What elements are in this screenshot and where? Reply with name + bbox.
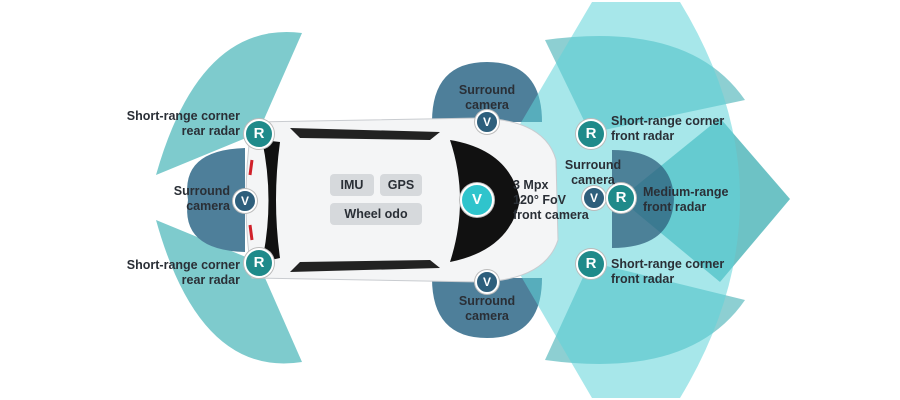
front-radar-bottom-badge: R — [576, 249, 606, 279]
rear-camera-badge: V — [233, 189, 257, 213]
medium-radar-badge: R — [606, 183, 636, 213]
imu-chip: IMU — [330, 174, 374, 196]
front-camera-badge: V — [460, 183, 494, 217]
rear-radar-bottom-fov — [156, 220, 302, 364]
rear-radar-top-badge: R — [244, 119, 274, 149]
side-camera-bottom-badge: V — [475, 270, 499, 294]
front-camera-label: 3 Mpx 120° FoV front camera — [513, 178, 589, 222]
front-radar-bottom-label: Short-range corner front radar — [611, 257, 725, 286]
rear-radar-top-fov — [156, 31, 302, 175]
rear-radar-top-label: Short-range corner rear radar — [126, 109, 240, 138]
side-camera-top-fov — [432, 62, 542, 122]
side-camera-top-label: Surround camera — [458, 83, 516, 112]
side-camera-bottom-label: Surround camera — [458, 294, 516, 323]
rear-radar-bottom-label: Short-range corner rear radar — [126, 258, 240, 287]
rear-radar-bottom-badge: R — [244, 248, 274, 278]
rear-camera-label: Surround camera — [173, 184, 230, 213]
side-camera-top-badge: V — [475, 110, 499, 134]
side-camera-bottom-fov — [432, 278, 542, 338]
front-radar-top-badge: R — [576, 119, 606, 149]
car — [245, 117, 559, 283]
medium-radar-label: Medium-range front radar — [643, 185, 729, 214]
rear-camera-fov — [187, 148, 245, 252]
front-surround-camera-fov — [612, 150, 674, 248]
front-surround-camera-label: Surround camera — [564, 158, 622, 187]
wheel-odo-chip: Wheel odo — [330, 203, 422, 225]
gps-chip: GPS — [380, 174, 422, 196]
front-surround-camera-badge: V — [582, 186, 606, 210]
front-radar-top-label: Short-range corner front radar — [611, 114, 725, 143]
